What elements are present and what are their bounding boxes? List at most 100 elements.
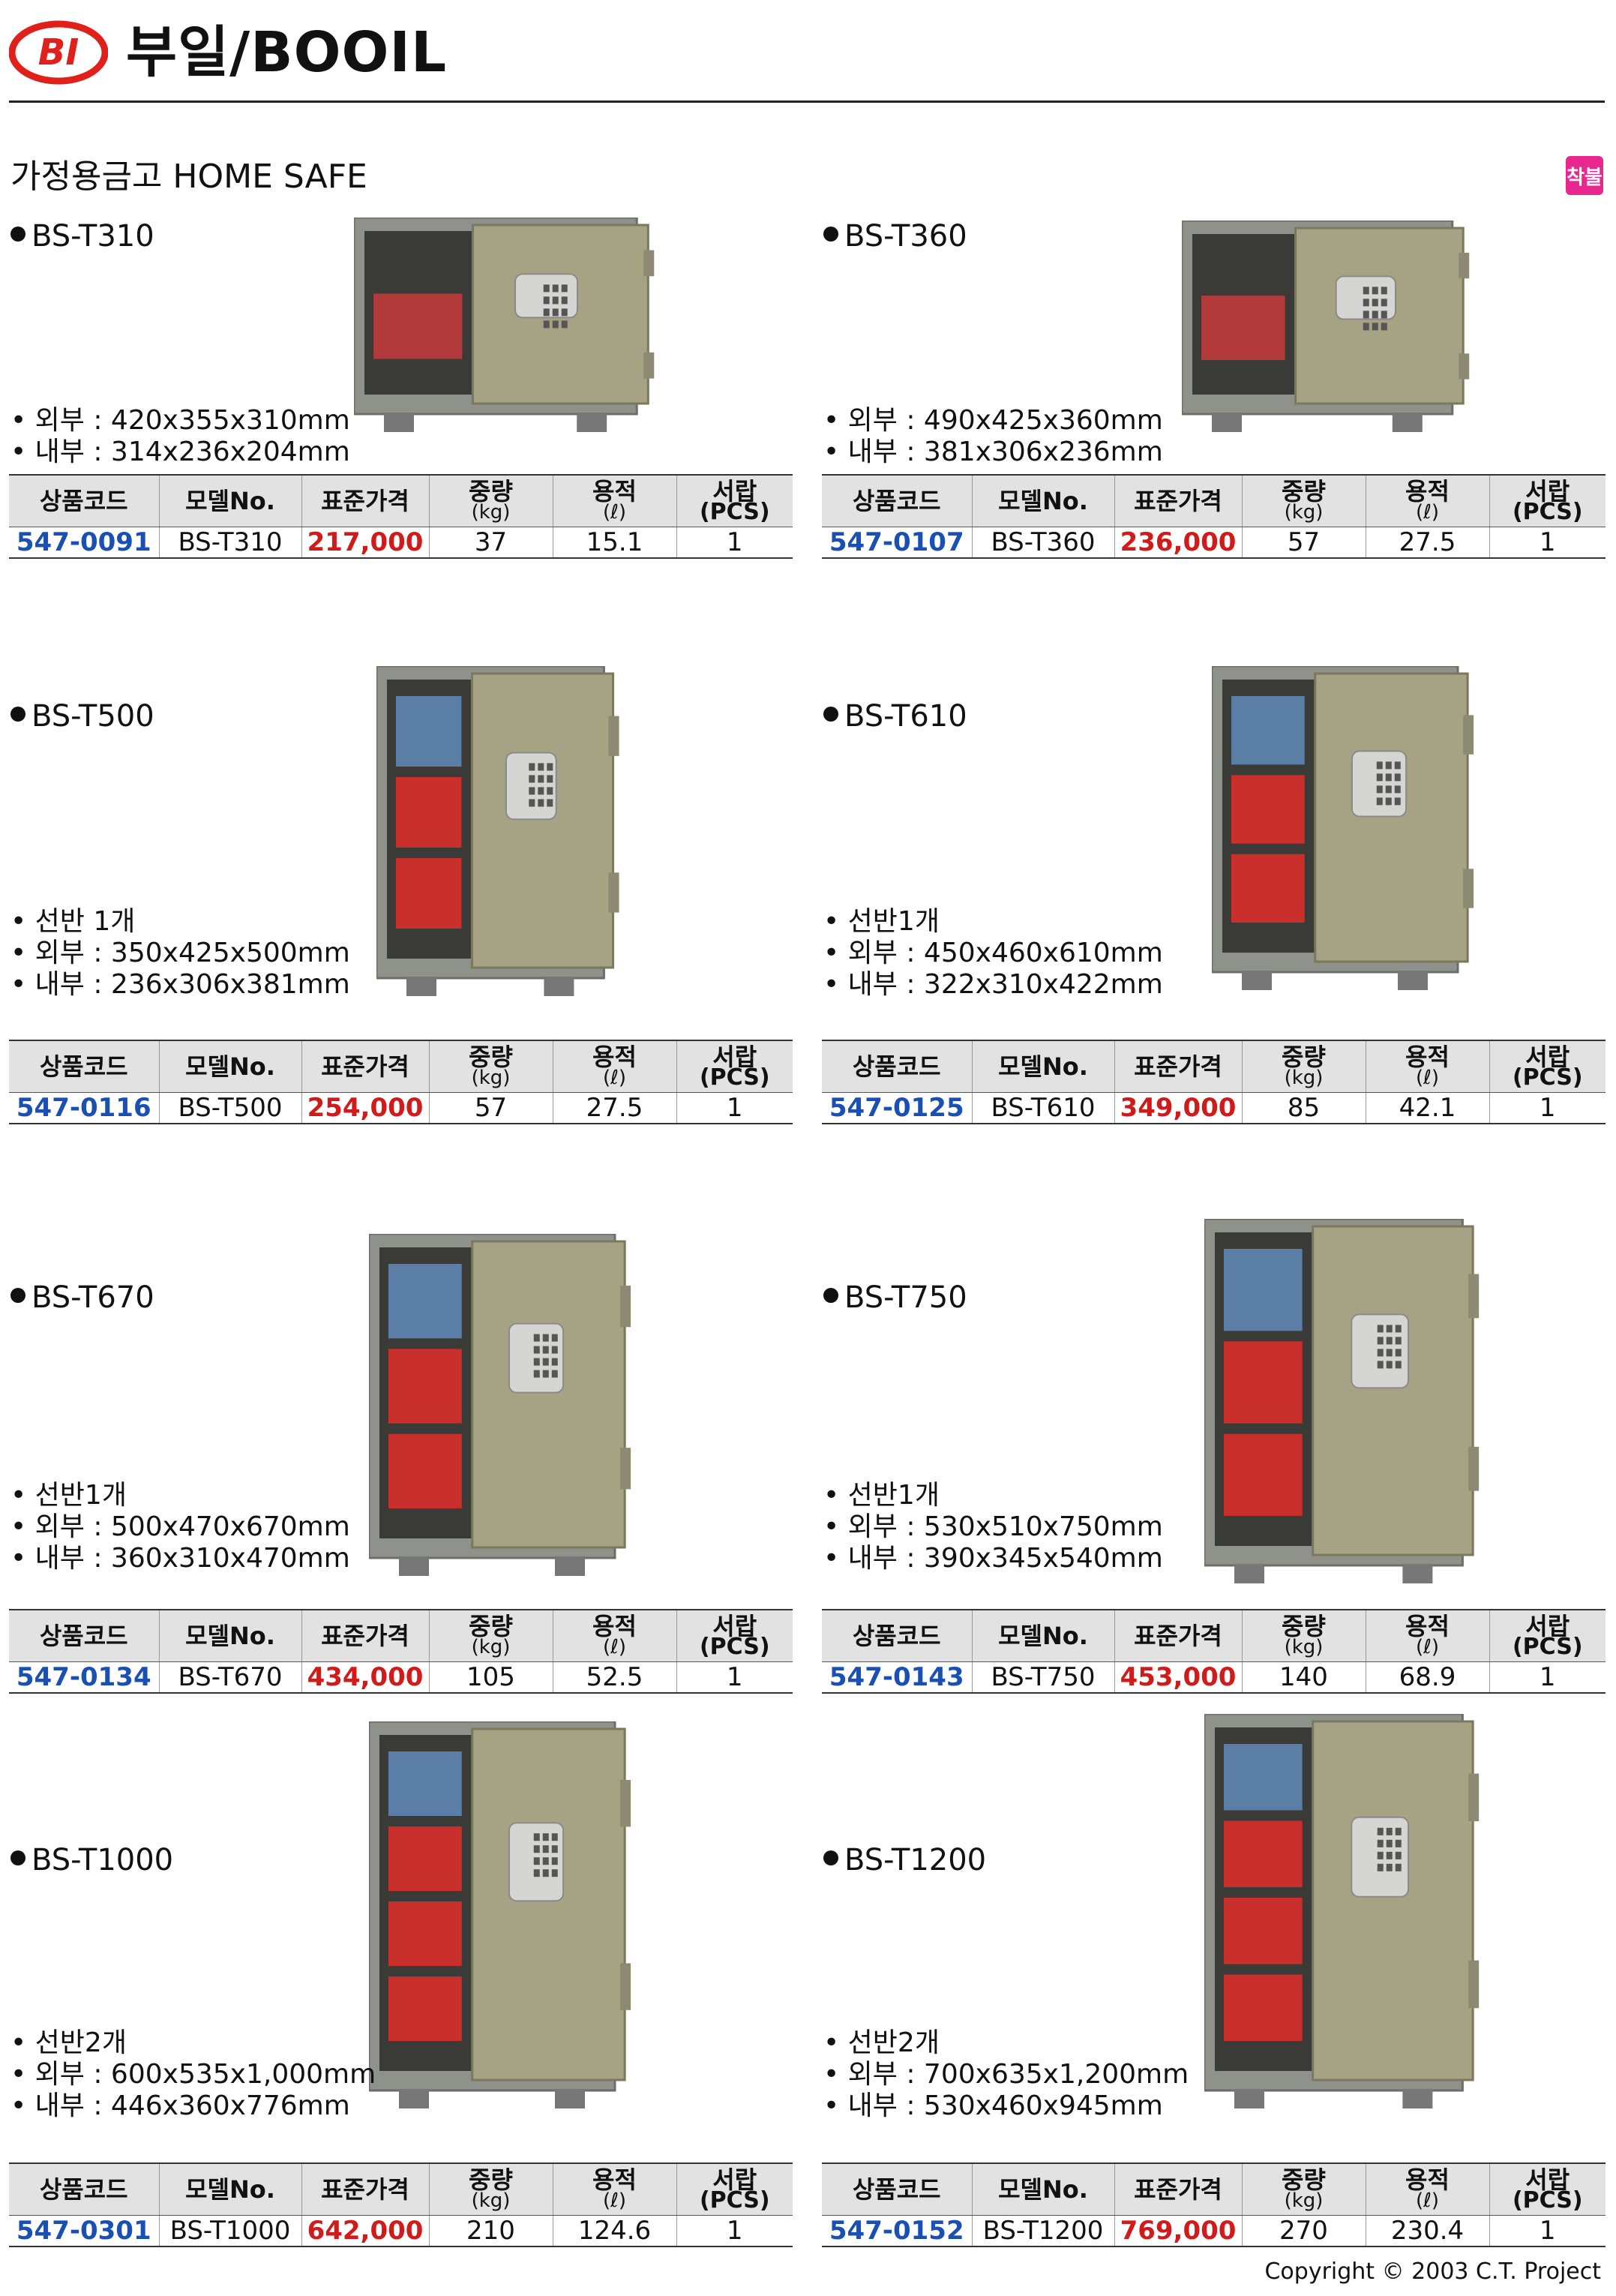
header-drawer-label: 서랍 [712, 1043, 757, 1071]
table-row: 547-0125 BS-T610 349,000 85 42.1 1 [822, 1092, 1606, 1124]
spec-table: 상품코드 모델No. 표준가격 중량(kg) 용적(ℓ) 서랍(PCS) 547… [822, 1040, 1606, 1124]
spec-line: • 내부 : 390x345x540mm [823, 1543, 1163, 1574]
header-code: 상품코드 [9, 1040, 159, 1093]
header-volume: 용적(ℓ) [552, 1609, 676, 1662]
header-price: 표준가격 [1114, 2162, 1242, 2216]
header-weight-label: 중량 [469, 1043, 513, 1071]
product-specs: • 선반1개• 외부 : 530x510x750mm• 내부 : 390x345… [823, 1480, 1163, 1574]
spec-line: • 내부 : 360x310x470mm [10, 1543, 350, 1574]
spec-line: • 선반2개 [10, 2027, 127, 2058]
safe-product-image [1203, 1712, 1519, 2114]
weight-value: 270 [1241, 2215, 1366, 2247]
header-weight: 중량(kg) [428, 2162, 553, 2216]
spec-line: • 외부 : 490x425x360mm [823, 405, 1163, 436]
spec-table: 상품코드 모델No. 표준가격 중량(kg) 용적(ℓ) 서랍(PCS) 547… [9, 474, 793, 559]
header-drawer: 서랍(PCS) [1489, 1609, 1606, 1662]
table-row: 547-0107 BS-T360 236,000 57 27.5 1 [822, 527, 1606, 559]
bullet-icon [823, 1288, 838, 1303]
header-drawer-unit: (PCS) [699, 1634, 770, 1660]
product-name-text: BS-T1000 [31, 1843, 174, 1877]
drawer-value: 1 [676, 2215, 793, 2247]
spec-table: 상품코드 모델No. 표준가격 중량(kg) 용적(ℓ) 서랍(PCS) 547… [9, 1609, 793, 1694]
header-model: 모델No. [971, 1040, 1114, 1093]
header-drawer-label: 서랍 [712, 477, 757, 506]
header-volume-unit: (ℓ) [1415, 2189, 1440, 2212]
spec-line: • 선반2개 [823, 2027, 940, 2058]
header-volume-label: 용적 [592, 477, 637, 506]
product-code: 547-0107 [822, 527, 972, 559]
header-code: 상품코드 [822, 474, 972, 527]
header-price: 표준가격 [301, 1040, 429, 1093]
spec-line: • 내부 : 322x310x422mm [823, 969, 1163, 1000]
product-name: BS-T310 [10, 218, 154, 255]
header-weight-label: 중량 [469, 477, 513, 506]
model-no: BS-T1000 [158, 2215, 301, 2247]
header-weight: 중량(kg) [1241, 1040, 1366, 1093]
spec-line: • 외부 : 700x635x1,200mm [823, 2059, 1189, 2090]
product-name-text: BS-T670 [31, 1280, 154, 1315]
header-model: 모델No. [158, 474, 301, 527]
header-drawer-unit: (PCS) [699, 1064, 770, 1091]
spec-line: • 선반 1개 [10, 906, 136, 937]
spec-line: • 외부 : 350x425x500mm [10, 938, 350, 968]
header-volume: 용적(ℓ) [552, 474, 676, 527]
header-volume-label: 용적 [592, 1612, 637, 1640]
spec-line: • 선반1개 [823, 906, 940, 937]
header-volume-unit: (ℓ) [602, 1067, 627, 1089]
header-code: 상품코드 [9, 474, 159, 527]
product-name: BS-T610 [823, 698, 967, 735]
spec-line: • 외부 : 450x460x610mm [823, 938, 1163, 968]
table-row: 547-0152 BS-T1200 769,000 270 230.4 1 [822, 2215, 1606, 2247]
header-drawer-unit: (PCS) [1512, 1064, 1583, 1091]
bullet-icon [10, 227, 25, 242]
model-no: BS-T610 [971, 1092, 1114, 1124]
bullet-icon [823, 227, 838, 242]
model-no: BS-T1200 [971, 2215, 1114, 2247]
bullet-icon [10, 707, 25, 722]
volume-value: 27.5 [552, 1092, 676, 1124]
weight-value: 85 [1241, 1092, 1366, 1124]
header-volume-unit: (ℓ) [1415, 501, 1440, 524]
product-name-text: BS-T500 [31, 699, 154, 734]
weight-value: 37 [428, 527, 553, 559]
spec-line: • 내부 : 530x460x945mm [823, 2090, 1163, 2121]
header-volume: 용적(ℓ) [552, 1040, 676, 1093]
drawer-value: 1 [1489, 1092, 1606, 1124]
bullet-icon [823, 1850, 838, 1865]
header-volume-unit: (ℓ) [1415, 1067, 1440, 1089]
standard-price: 217,000 [301, 527, 429, 559]
header-weight-unit: (kg) [1284, 2189, 1324, 2212]
model-no: BS-T750 [971, 1661, 1114, 1694]
booil-logo-icon: BI [9, 20, 108, 85]
header-weight: 중량(kg) [428, 1040, 553, 1093]
weight-value: 140 [1241, 1661, 1366, 1694]
volume-value: 27.5 [1365, 527, 1489, 559]
standard-price: 642,000 [301, 2215, 429, 2247]
header-weight-unit: (kg) [471, 501, 511, 524]
spec-line: • 외부 : 500x470x670mm [10, 1511, 350, 1542]
spec-line: • 외부 : 420x355x310mm [10, 405, 350, 436]
header-drawer: 서랍(PCS) [1489, 2162, 1606, 2216]
drawer-value: 1 [676, 1092, 793, 1124]
header-price: 표준가격 [1114, 1040, 1242, 1093]
standard-price: 254,000 [301, 1092, 429, 1124]
table-row: 547-0116 BS-T500 254,000 57 27.5 1 [9, 1092, 793, 1124]
drawer-value: 1 [1489, 2215, 1606, 2247]
drawer-value: 1 [1489, 1661, 1606, 1694]
header-volume: 용적(ℓ) [1365, 474, 1489, 527]
header-drawer: 서랍(PCS) [676, 1040, 793, 1093]
safe-product-image [1203, 1217, 1519, 1589]
header-volume: 용적(ℓ) [1365, 1609, 1489, 1662]
product-code: 547-0152 [822, 2215, 972, 2247]
weight-value: 57 [428, 1092, 553, 1124]
model-no: BS-T670 [158, 1661, 301, 1694]
header-volume-label: 용적 [592, 1043, 637, 1071]
header-volume-label: 용적 [592, 2165, 637, 2194]
volume-value: 68.9 [1365, 1661, 1489, 1694]
spec-table: 상품코드 모델No. 표준가격 중량(kg) 용적(ℓ) 서랍(PCS) 547… [9, 1040, 793, 1124]
header-model: 모델No. [158, 1040, 301, 1093]
spec-line: • 내부 : 381x306x236mm [823, 437, 1163, 467]
spec-table-header: 상품코드 모델No. 표준가격 중량(kg) 용적(ℓ) 서랍(PCS) [822, 474, 1606, 527]
spec-line: • 내부 : 236x306x381mm [10, 969, 350, 1000]
header-drawer-label: 서랍 [1525, 1612, 1570, 1640]
